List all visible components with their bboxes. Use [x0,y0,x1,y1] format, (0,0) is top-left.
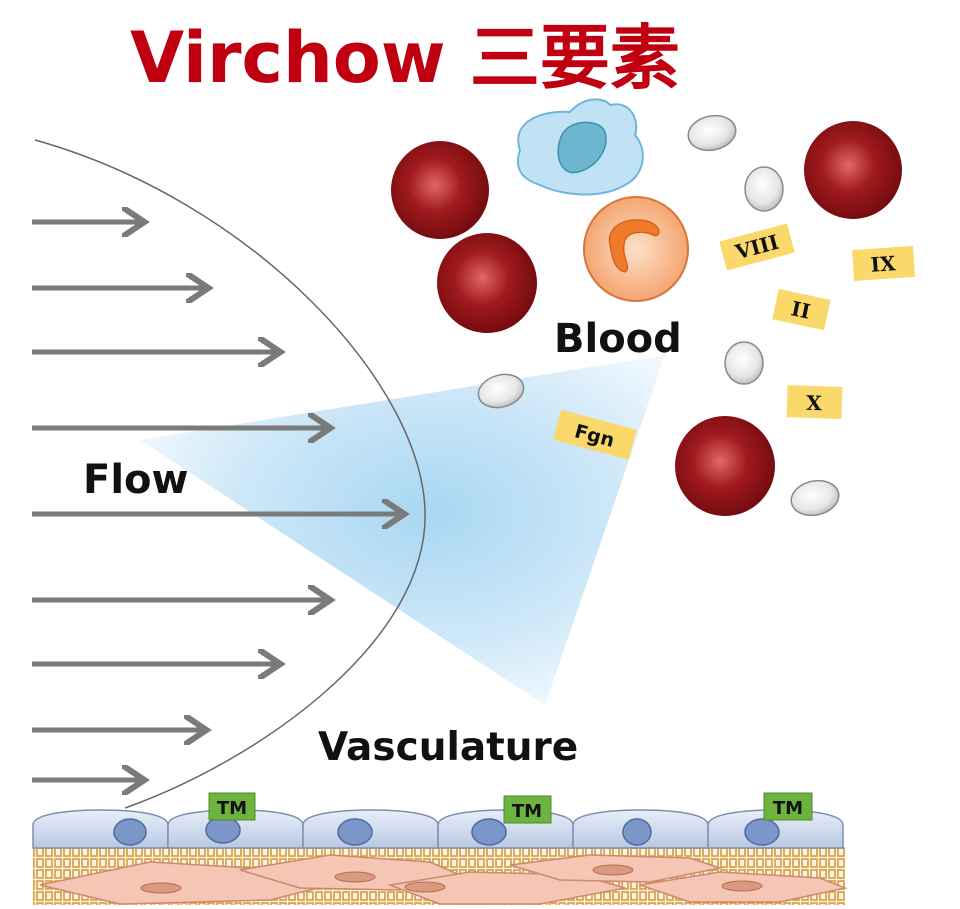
triad-cone [140,355,665,705]
factor-tag-ii: II [772,288,831,331]
red-blood-cell [391,141,489,239]
factor-label: X [806,391,823,416]
tm-label: TM [512,801,542,822]
thrombomodulin-tag: TM [763,792,813,821]
endothelium-layer [32,809,844,849]
factor-tag-viii: VIII [719,223,795,271]
monocyte-cell [516,98,644,196]
factor-tag-ix: IX [852,245,916,282]
blood-label: Blood [554,316,682,362]
platelet [724,341,764,385]
tm-label: TM [773,798,803,819]
platelet [744,166,784,212]
factor-label: IX [870,251,897,277]
platelet [790,479,840,517]
velocity-profile-curve [34,139,426,809]
factor-tag-x: X [786,385,843,420]
thrombomodulin-tag: TM [503,795,552,824]
platelet [477,373,525,409]
flow-label: Flow [83,457,188,503]
red-blood-cell [804,121,902,219]
factor-label: VIII [732,230,781,265]
factor-tag-fgn: Fgn [553,409,637,460]
thrombomodulin-tag: TM [208,792,256,821]
vasculature-label: Vasculature [318,725,578,770]
diagram-title: Virchow 三要素 [130,17,680,99]
red-blood-cell [675,416,775,516]
endothelial-cell [32,809,169,849]
red-blood-cell [437,233,537,333]
factor-label: II [789,296,812,323]
neutrophil-cell [583,196,689,302]
tm-label: TM [217,798,247,819]
flow-arrows [32,222,402,780]
platelet [687,114,737,152]
